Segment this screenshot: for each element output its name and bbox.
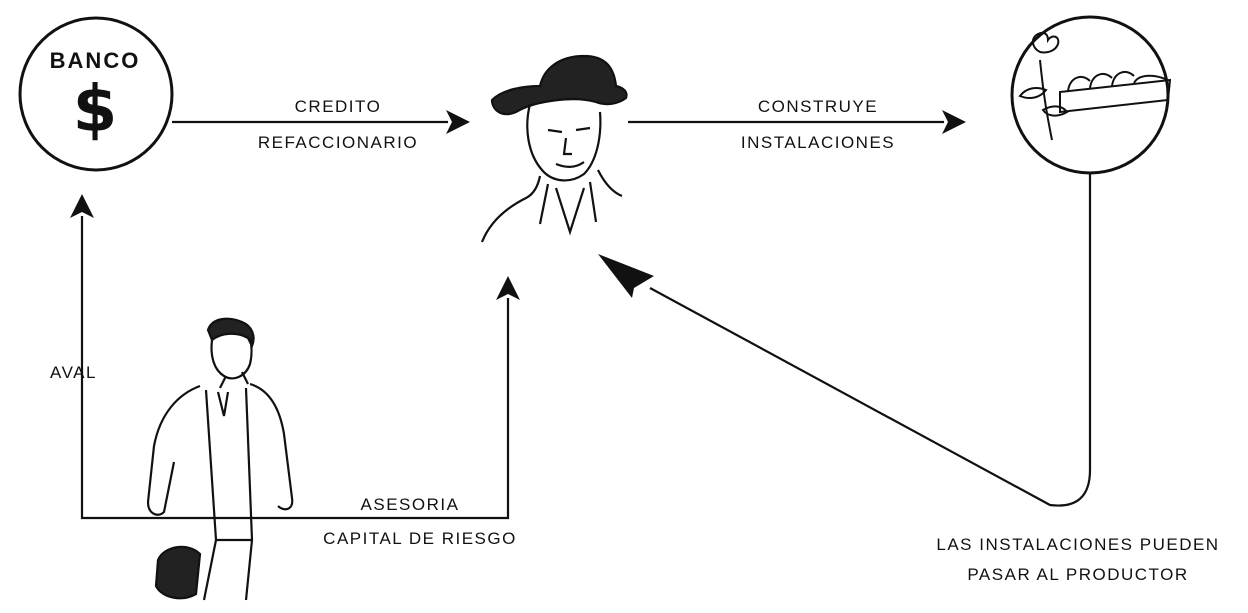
transfer-label-line1: LAS INSTALACIONES PUEDEN xyxy=(936,535,1220,554)
credit-arrow xyxy=(446,110,470,134)
advice-arrow xyxy=(496,276,520,300)
bank-title: BANCO xyxy=(49,48,141,73)
aval-arrow xyxy=(70,194,94,218)
transfer-line xyxy=(649,174,1092,507)
builds-label-line1: CONSTRUYE xyxy=(757,97,879,116)
transfer-arrow xyxy=(598,254,654,298)
credit-label-line1: CREDITO xyxy=(294,97,382,116)
builds-label-line2: INSTALACIONES xyxy=(740,133,896,152)
businessman-figure xyxy=(146,317,294,601)
aval-line xyxy=(80,216,490,520)
installations-circle xyxy=(1010,15,1170,175)
transfer-label-line2: PASAR AL PRODUCTOR xyxy=(967,565,1189,584)
advice-label-line2: CAPITAL DE RIESGO xyxy=(323,529,517,548)
rose-greenhouse-icon xyxy=(1018,31,1172,141)
builds-arrow xyxy=(942,110,966,134)
aval-label: AVAL xyxy=(50,363,97,382)
advice-label-line1: ASESORIA xyxy=(360,495,460,514)
credit-label-line2: REFACCIONARIO xyxy=(257,133,419,152)
advice-line xyxy=(490,298,510,520)
farmer-figure xyxy=(480,54,628,243)
dollar-symbol-icon: $ xyxy=(72,73,118,147)
bank-circle xyxy=(18,16,174,172)
